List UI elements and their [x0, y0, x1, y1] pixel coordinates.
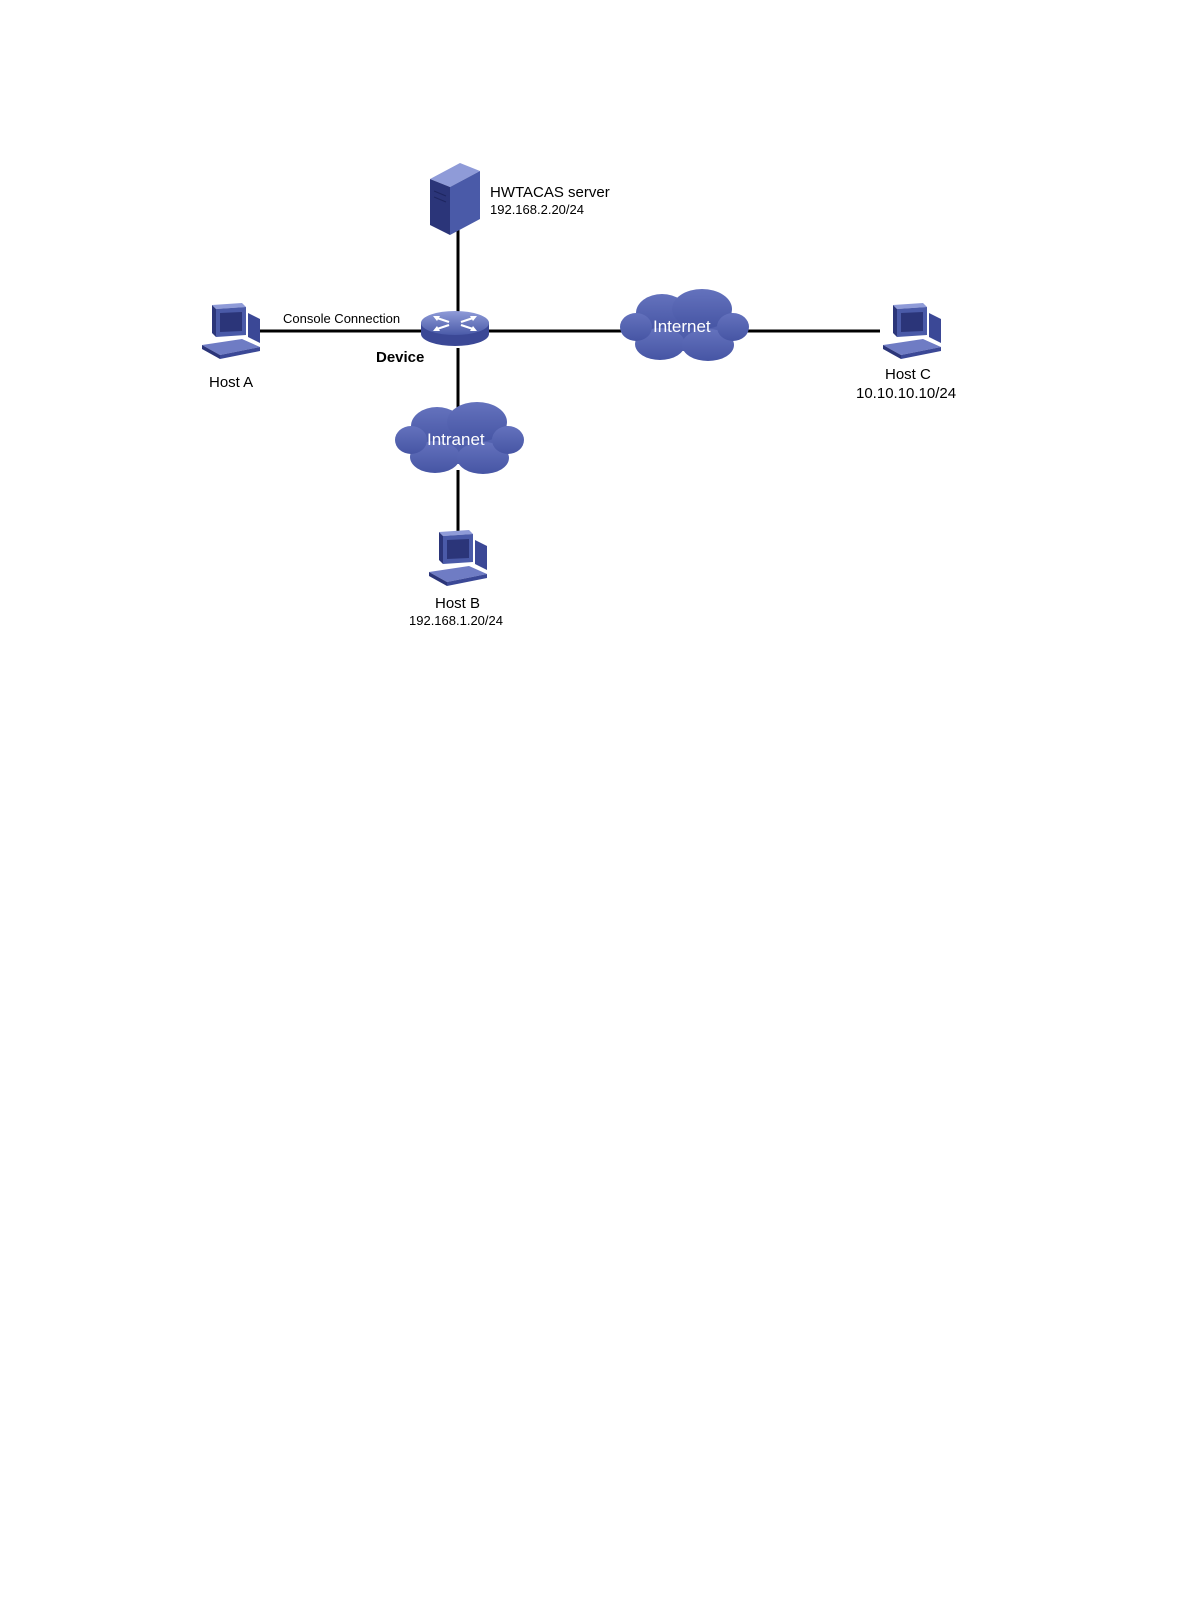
host-c-label: Host C — [885, 367, 931, 382]
server-name-label: HWTACAS server — [490, 185, 610, 200]
host-b-label: Host B — [435, 596, 480, 611]
computer-icon — [202, 303, 260, 359]
server-ip-label: 192.168.2.20/24 — [490, 203, 584, 216]
intranet-label: Intranet — [427, 431, 485, 448]
computer-icon — [429, 530, 487, 586]
internet-label: Internet — [653, 318, 711, 335]
console-connection-label: Console Connection — [283, 312, 400, 325]
host-b-ip-label: 192.168.1.20/24 — [409, 614, 503, 627]
device-label: Device — [376, 350, 424, 365]
server-icon — [430, 163, 480, 235]
host-a-label: Host A — [209, 375, 253, 390]
links — [255, 228, 880, 532]
computer-icon — [883, 303, 941, 359]
host-c-ip-label: 10.10.10.10/24 — [856, 386, 956, 401]
switch-icon — [421, 311, 489, 346]
